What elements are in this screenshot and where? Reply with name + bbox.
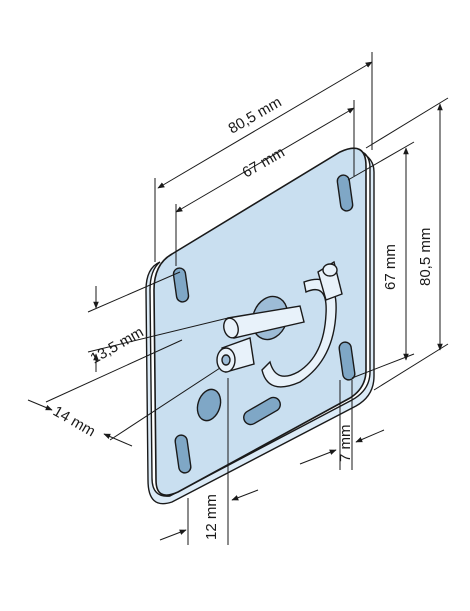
slot-bottom-right (338, 341, 356, 381)
slot-center (243, 396, 281, 426)
dimension-lines (27, 52, 449, 545)
mounting-holes (172, 174, 356, 474)
label-slot-width: 7 mm (337, 425, 354, 463)
label-bottom-offset: 12 mm (203, 494, 220, 540)
label-left-offset: 14 mm (50, 403, 98, 441)
slot-bottom-left (174, 434, 192, 474)
clip-assembly (216, 260, 343, 388)
round-hole (196, 388, 222, 422)
label-width-holes: 67 mm (240, 144, 288, 182)
slot-top-left (172, 267, 190, 303)
label-height-holes: 67 mm (382, 244, 399, 290)
label-height-overall: 80,5 mm (417, 228, 434, 286)
label-vertical-offset: 13,5 mm (88, 324, 147, 368)
